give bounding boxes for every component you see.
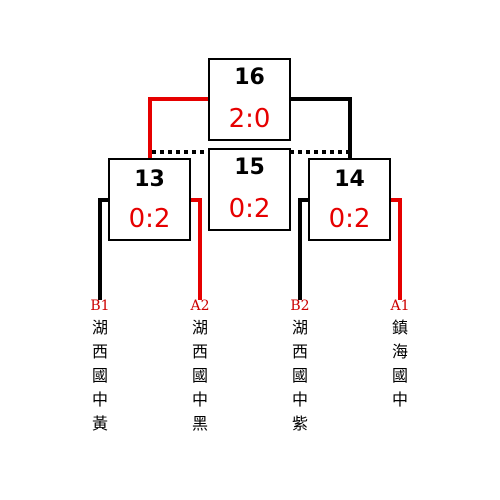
- team-b1-seed: B1: [90, 298, 110, 314]
- connector-16-to-13: [148, 97, 209, 158]
- connector-14-to-a1: [390, 198, 402, 300]
- match-15-score: 0:2: [228, 194, 271, 224]
- match-13-number: 13: [134, 167, 165, 192]
- team-a2-name: 湖西國中黑: [191, 318, 208, 433]
- match-13-box: 13 0:2: [108, 158, 191, 241]
- connector-16-to-14: [290, 97, 352, 158]
- team-a1-seed: A1: [390, 298, 410, 314]
- match-13-score: 0:2: [128, 204, 171, 234]
- team-a1-name: 鎮海國中: [391, 318, 408, 409]
- connector-13-to-a2: [190, 198, 202, 300]
- team-b2-seed: B2: [290, 298, 310, 314]
- match-16-score: 2:0: [228, 104, 271, 134]
- connector-13-to-b1: [98, 198, 110, 300]
- connector-14-to-b2: [298, 198, 310, 300]
- team-b1-name: 湖西國中黃: [91, 318, 108, 433]
- team-a1-label: A1 鎮海國中: [386, 298, 414, 412]
- match-15-box: 15 0:2: [208, 148, 291, 231]
- match-14-number: 14: [334, 167, 365, 192]
- match-14-box: 14 0:2: [308, 158, 391, 241]
- match-14-score: 0:2: [328, 204, 371, 234]
- team-b2-label: B2 湖西國中紫: [286, 298, 314, 436]
- match-15-number: 15: [234, 155, 265, 180]
- match-16-number: 16: [234, 65, 265, 90]
- team-b2-name: 湖西國中紫: [291, 318, 308, 433]
- team-b1-label: B1 湖西國中黃: [86, 298, 114, 436]
- team-a2-label: A2 湖西國中黑: [186, 298, 214, 436]
- match-16-box: 16 2:0: [208, 58, 291, 141]
- team-a2-seed: A2: [190, 298, 210, 314]
